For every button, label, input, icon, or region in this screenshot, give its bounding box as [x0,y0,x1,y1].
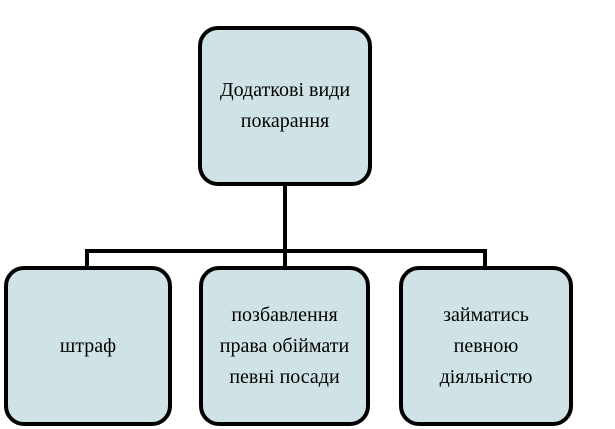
child-node-label: займатись певною діяльністю [439,303,533,388]
child-node-deprivation-of-right: позбавлення права обіймати певні посади [199,266,370,426]
root-node: Додаткові види покарання [198,26,372,186]
root-node-label: Додаткові види покарання [219,79,351,132]
child-node-label: штраф [59,334,117,357]
child-node-fine: штраф [4,266,172,426]
child-node-label: позбавлення права обіймати певні посади [219,303,350,388]
child-node-activity-ban: займатись певною діяльністю [399,266,573,426]
